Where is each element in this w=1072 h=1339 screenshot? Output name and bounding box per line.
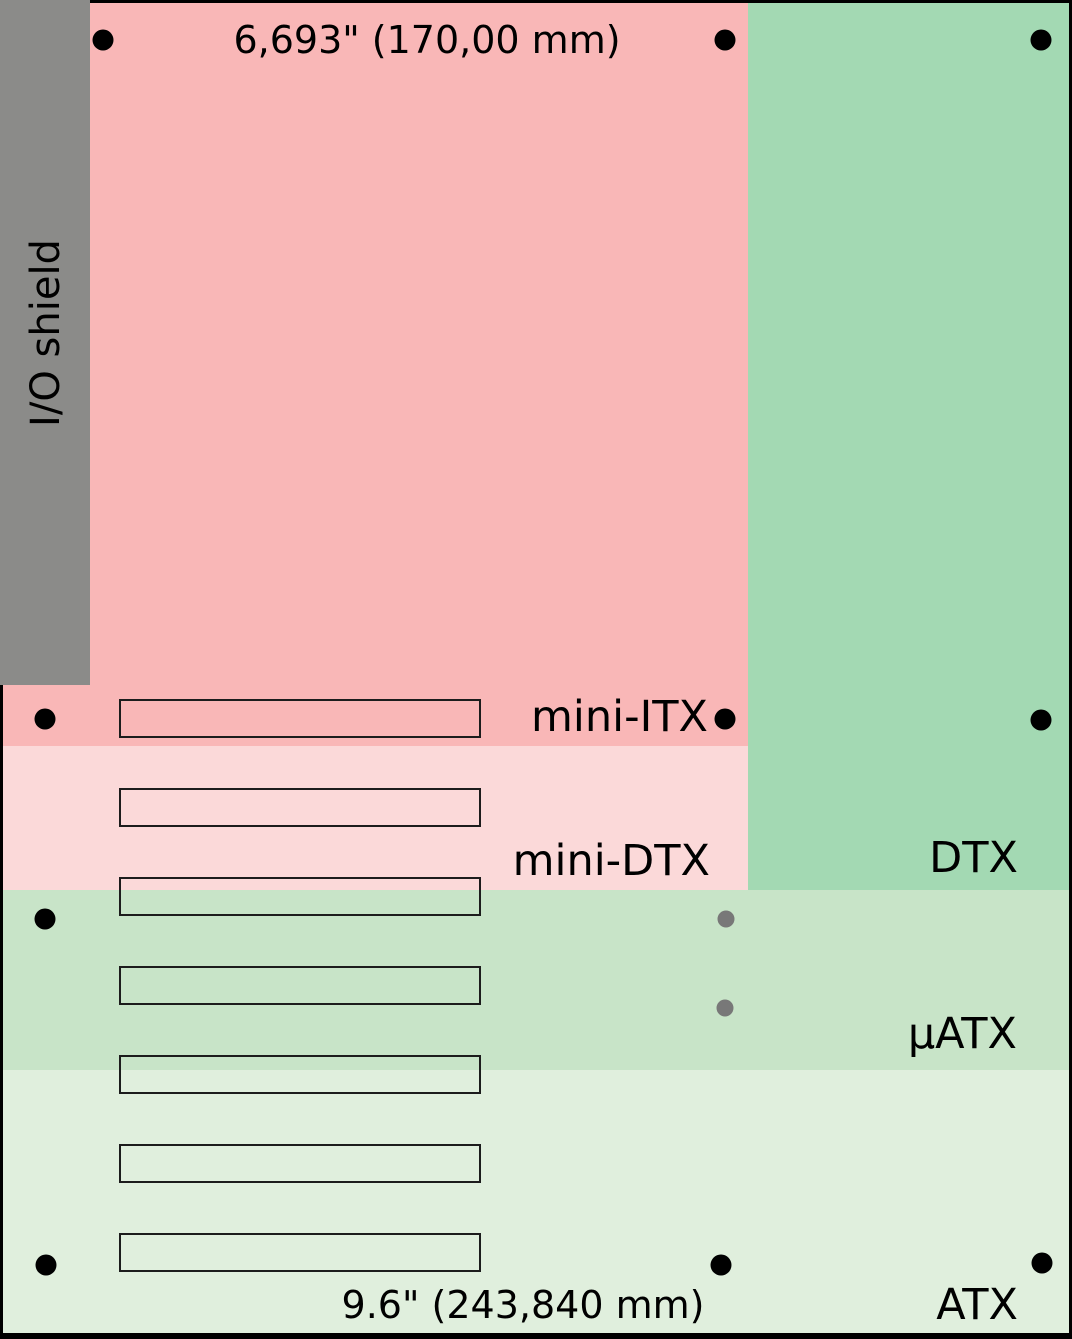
mounting-hole-dot — [710, 1254, 732, 1276]
region-label-mini-dtx: mini-DTX — [512, 836, 710, 886]
mounting-hole-dot — [1031, 1252, 1053, 1274]
mounting-hole-dot — [714, 708, 736, 730]
expansion-slot — [119, 788, 481, 827]
expansion-slot — [119, 1055, 481, 1094]
expansion-slot — [119, 699, 481, 738]
mounting-hole-dot — [34, 708, 56, 730]
region-label-mini-itx: mini-ITX — [531, 692, 708, 742]
region-label-dtx: DTX — [929, 833, 1018, 883]
mounting-hole-dot — [34, 908, 56, 930]
dimension-label-mini-itx-width: 6,693" (170,00 mm) — [233, 18, 621, 62]
mounting-hole-dot — [35, 1254, 57, 1276]
expansion-slot — [119, 966, 481, 1005]
expansion-slot — [119, 877, 481, 916]
io-shield-label: I/O shield — [23, 239, 69, 427]
mounting-hole-dot — [714, 29, 736, 51]
dimension-label-atx-width: 9.6" (243,840 mm) — [341, 1283, 705, 1327]
io-shield-bar — [0, 0, 90, 685]
mounting-hole-dot — [1030, 29, 1052, 51]
region-label-atx: ATX — [936, 1280, 1018, 1330]
region-mini-itx — [3, 3, 748, 746]
region-label-uatx: µATX — [907, 1009, 1017, 1059]
mounting-hole-dot — [1030, 709, 1052, 731]
mounting-hole-dot — [92, 29, 114, 51]
mounting-hole-dot-optional — [717, 910, 735, 928]
mounting-hole-dot-optional — [716, 999, 734, 1017]
expansion-slot — [119, 1144, 481, 1183]
expansion-slot — [119, 1233, 481, 1272]
